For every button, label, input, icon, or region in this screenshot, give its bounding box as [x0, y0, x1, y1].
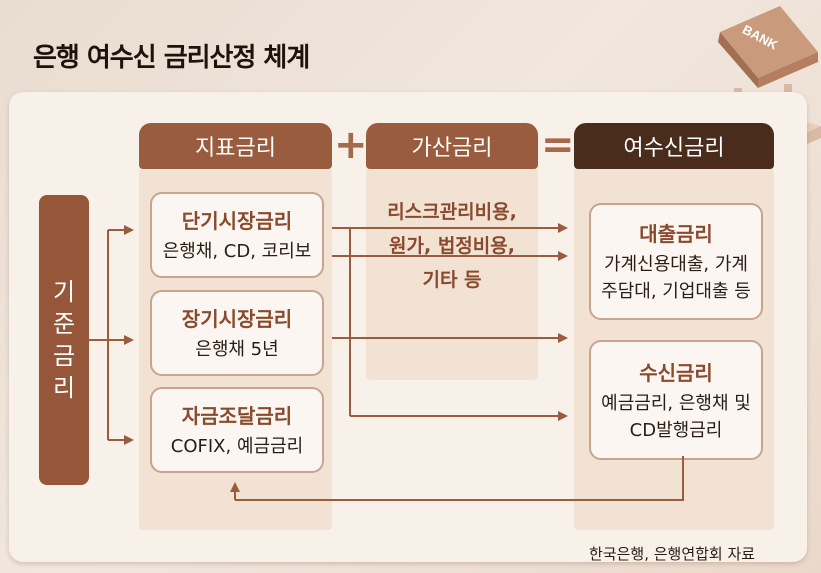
source-note: 한국은행, 은행연합회 자료 [589, 543, 755, 564]
connector-line [235, 456, 683, 500]
